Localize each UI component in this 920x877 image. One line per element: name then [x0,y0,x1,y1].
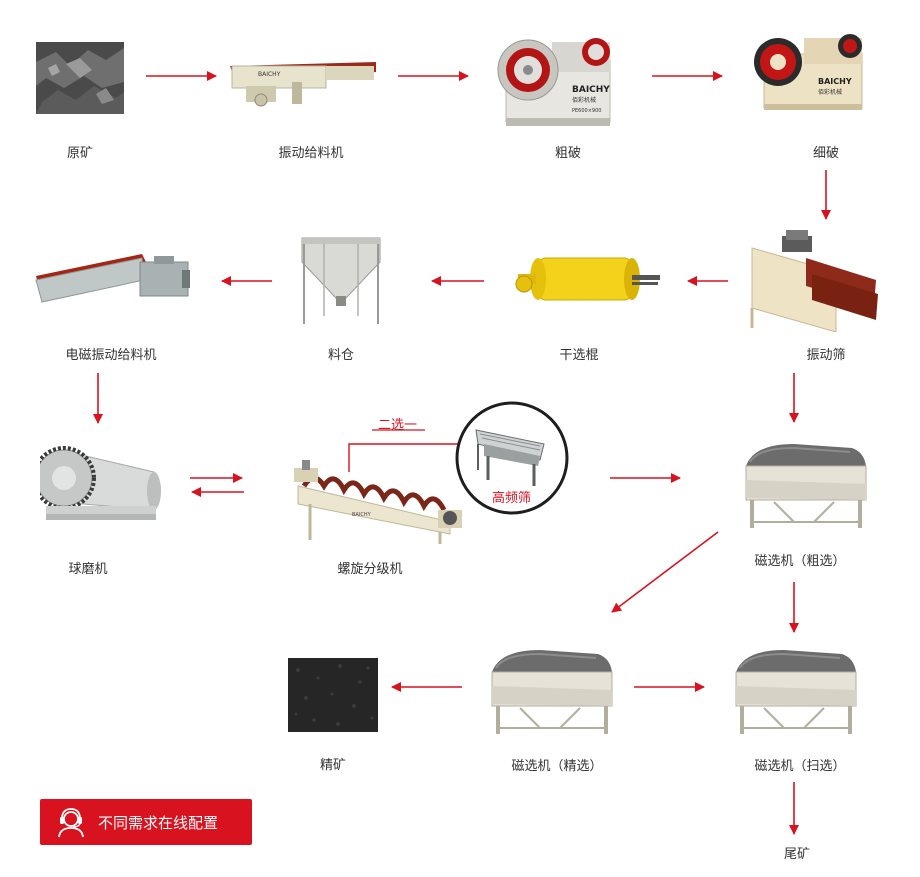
spiral-classifier-image: BAICHY [294,460,462,544]
choice-bracket-line [348,443,458,472]
label-high-frequency-screen: 高频筛 [492,491,532,506]
label-dry-roller: 干选棍 [559,348,599,363]
label-ball-mill: 球磨机 [68,562,108,577]
online-config-label: 不同需求在线配置 [98,813,219,832]
label-tailings: 尾矿 [783,847,811,862]
jaw-crusher-coarse-image: BAICHY 佰彩机械 PE600×900 [497,38,611,126]
arrow-magrough-to-magclean [611,531,719,613]
coarse-model-mark: PE600×900 [572,108,601,114]
ball-mill-image [40,446,161,520]
vibrating-screen-image [750,230,878,332]
label-coarse-crush: 粗破 [554,146,582,161]
label-concentrate: 精矿 [319,758,347,773]
label-mag-scavenge: 磁选机（扫选） [754,759,846,774]
magnetic-separator-rough-image [745,444,867,528]
coarse-brand-mark: BAICHY [572,85,610,95]
label-mag-clean: 磁选机（精选） [511,759,603,774]
label-em-feeder: 电磁振动给料机 [65,348,157,363]
vibrating-feeder-image: BAICHY [230,62,376,107]
high-frequency-screen-circle [455,401,569,515]
label-vibrating-screen: 振动筛 [806,348,846,363]
label-spiral-classifier: 螺旋分级机 [337,562,403,577]
jaw-crusher-fine-image: BAICHY 佰彩机械 [754,34,863,110]
fine-brand-cn-mark: 佰彩机械 [818,88,842,96]
label-fine-crush: 细破 [812,146,840,161]
feeder-brand-mark: BAICHY [258,71,281,78]
choice-note: 二选一 [378,418,418,433]
label-mag-rough: 磁选机（粗选） [754,554,846,569]
magnetic-separator-scavenge-image [735,650,857,734]
silo-image [301,237,381,324]
em-vibrating-feeder-image [35,254,190,303]
fine-brand-mark: BAICHY [818,77,852,86]
raw-ore-image [36,42,124,114]
dry-separator-roller-image [515,257,660,301]
magnetic-separator-clean-image [491,650,613,734]
label-vibrating-feeder: 振动给料机 [278,146,344,161]
customer-service-icon [58,808,84,838]
coarse-brand-cn-mark: 佰彩机械 [572,96,596,104]
label-raw-ore: 原矿 [66,146,94,161]
label-silo: 料仓 [327,348,355,363]
concentrate-image [288,658,378,732]
online-config-button[interactable]: 不同需求在线配置 [40,799,252,845]
classifier-brand-mark: BAICHY [352,512,372,518]
